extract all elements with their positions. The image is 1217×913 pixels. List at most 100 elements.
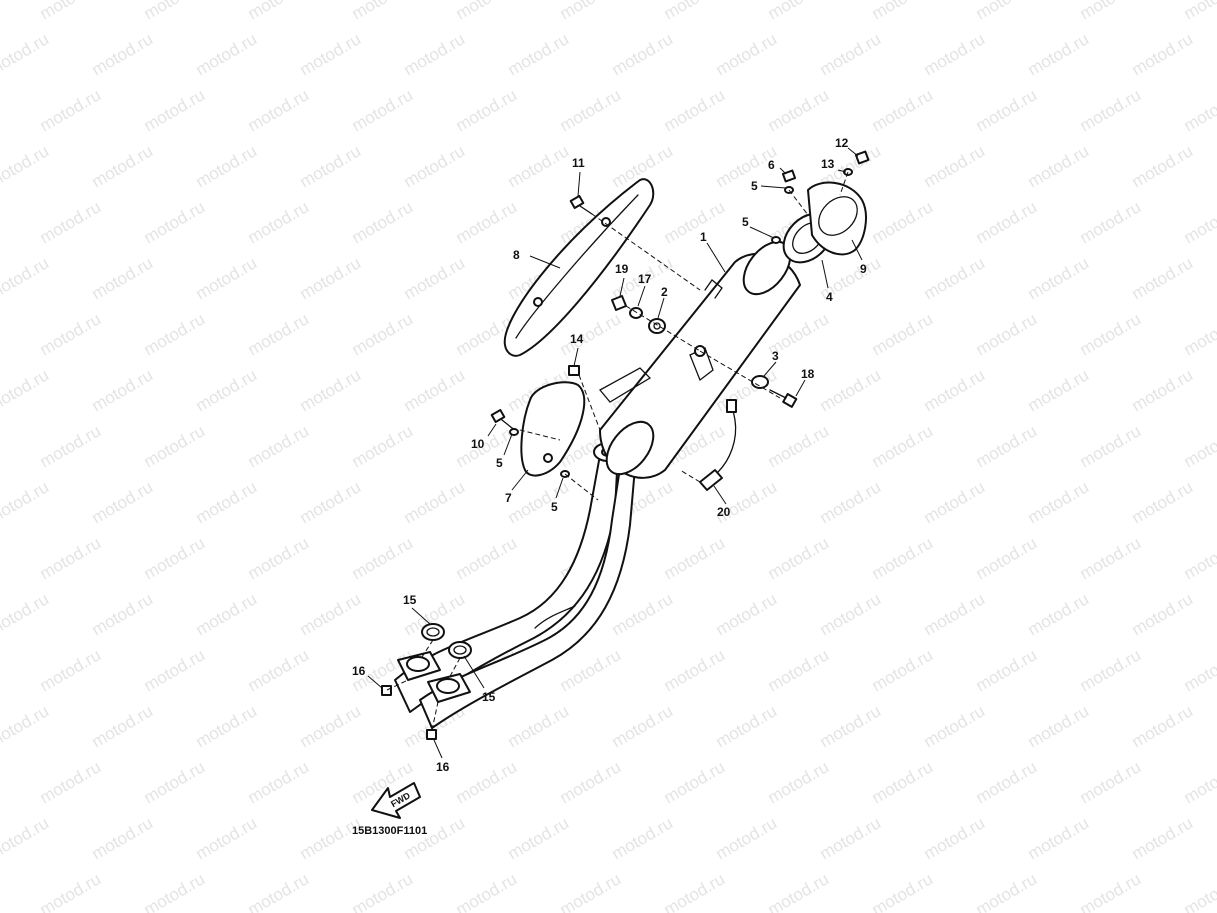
watermark-text: motod.ru [1025,589,1093,639]
watermark-text: motod.ru [297,253,365,303]
watermark-text: motod.ru [505,701,573,751]
watermark-text: motod.ru [193,477,261,527]
watermark-text: motod.ru [869,533,937,583]
watermark-text: motod.ru [557,757,625,807]
watermark-text: motod.ru [609,701,677,751]
watermark-text: motod.ru [89,29,157,79]
watermark-text: motod.ru [921,701,989,751]
watermark-text: motod.ru [609,589,677,639]
watermark-text: motod.ru [557,645,625,695]
watermark-text: motod.ru [765,757,833,807]
watermark-text: motod.ru [765,0,833,23]
watermark-text: motod.ru [661,85,729,135]
watermark-text: motod.ru [973,421,1041,471]
gasket-15b [448,641,472,659]
watermark-text: motod.ru [557,0,625,23]
watermark-text: motod.ru [817,29,885,79]
watermark-text: motod.ru [349,309,417,359]
watermark-text: motod.ru [37,757,105,807]
watermark-text: motod.ru [0,589,52,639]
watermark-text: motod.ru [973,645,1041,695]
watermark-text: motod.ru [1077,421,1145,471]
callout-2: 2 [661,285,668,299]
watermark-text: motod.ru [817,477,885,527]
watermark-text: motod.ru [817,365,885,415]
watermark-text: motod.ru [0,29,52,79]
watermark-text: motod.ru [0,141,52,191]
watermark-text: motod.ru [1129,141,1197,191]
watermark-text: motod.ru [89,813,157,863]
watermark-text: motod.ru [1181,309,1217,359]
upper-heat-protector [503,178,655,357]
watermark-text: motod.ru [245,533,313,583]
watermark-text: motod.ru [869,85,937,135]
watermark-text: motod.ru [1181,757,1217,807]
callouts: 1 2 3 4 5 5 5 5 6 7 8 9 10 11 12 13 14 1… [352,136,867,774]
watermark-text: motod.ru [713,29,781,79]
watermark-text: motod.ru [245,645,313,695]
watermark-text: motod.ru [245,869,313,913]
watermark-text: motod.ru [193,253,261,303]
nut-16a [381,685,392,696]
watermark-text: motod.ru [817,589,885,639]
watermark-text: motod.ru [1181,0,1217,23]
watermark-text: motod.ru [973,533,1041,583]
watermark-text: motod.ru [505,141,573,191]
watermark-text: motod.ru [141,85,209,135]
diagram-code: 15B1300F1101 [352,825,427,837]
watermark-text: motod.ru [1025,29,1093,79]
watermark-text: motod.ru [765,645,833,695]
lower-heat-protector [520,381,586,477]
watermark-text: motod.ru [453,421,521,471]
watermark-text: motod.ru [1025,365,1093,415]
callout-5-cap: 5 [742,215,749,229]
watermark-text: motod.ru [921,589,989,639]
watermark-text: motod.ru [1129,29,1197,79]
callout-16-bottom: 16 [436,760,450,774]
watermark-text: motod.ru [37,0,105,23]
watermark-text: motod.ru [453,533,521,583]
watermark-text: motod.ru [1129,813,1197,863]
watermark-text: motod.ru [661,645,729,695]
washer-17 [629,307,643,319]
gasket-15a [421,623,445,641]
leader-lines [367,147,863,759]
watermark-text: motod.ru [817,701,885,751]
watermark-text: motod.ru [141,533,209,583]
watermark-text: motod.ru [1181,645,1217,695]
watermark-text: motod.ru [193,29,261,79]
watermark-text: motod.ru [1129,589,1197,639]
watermark-text: motod.ru [921,253,989,303]
watermark-text: motod.ru [141,645,209,695]
watermark-text: motod.ru [661,533,729,583]
watermark-text: motod.ru [193,589,261,639]
bolt-10 [490,409,513,429]
watermark-text: motod.ru [453,0,521,23]
watermark-text: motod.ru [141,421,209,471]
watermark-text: motod.ru [193,365,261,415]
watermark-text: motod.ru [765,421,833,471]
watermark-text: motod.ru [349,85,417,135]
watermark-text: motod.ru [557,309,625,359]
watermark-text: motod.ru [869,421,937,471]
watermark-text: motod.ru [1077,0,1145,23]
watermark-text: motod.ru [609,813,677,863]
watermark-text: motod.ru [661,757,729,807]
watermark-text: motod.ru [193,701,261,751]
watermark-text: motod.ru [609,29,677,79]
watermark-text: motod.ru [1077,309,1145,359]
watermark-text: motod.ru [349,197,417,247]
watermark-text: motod.ru [921,813,989,863]
watermark-text: motod.ru [1025,253,1093,303]
watermark-text: motod.ru [1181,533,1217,583]
watermark-text: motod.ru [297,813,365,863]
watermark-text: motod.ru [869,0,937,23]
watermark-text: motod.ru [37,85,105,135]
nut-14 [568,365,580,376]
callout-1: 1 [700,230,707,244]
o2-sensor-20 [699,399,737,491]
watermark-text: motod.ru [453,869,521,913]
watermark-text: motod.ru [297,589,365,639]
watermark-text: motod.ru [973,757,1041,807]
watermark-text: motod.ru [1129,477,1197,527]
